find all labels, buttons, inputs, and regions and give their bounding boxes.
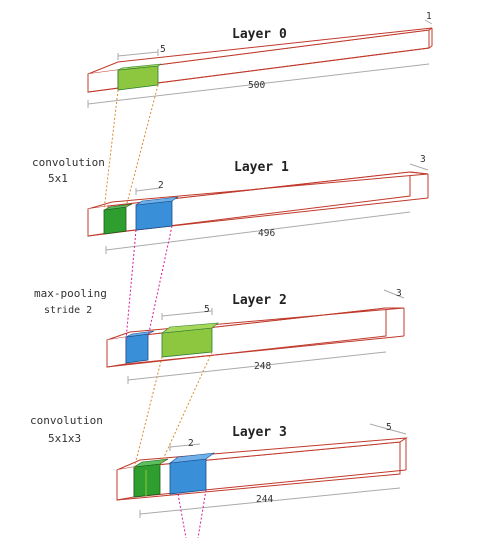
- layer-2-depth: 3: [396, 288, 402, 299]
- layer-1-window-size: 2: [158, 180, 164, 191]
- layer-3-window-size: 2: [188, 438, 194, 449]
- layer-1-title: Layer 1: [234, 160, 289, 175]
- layer-2-window-size: 5: [204, 304, 210, 315]
- layer-3-depth: 5: [386, 422, 392, 433]
- op-0-line2: 5x1: [48, 172, 68, 185]
- layer-0-length: 500: [248, 80, 265, 91]
- connection-lines: [103, 84, 213, 538]
- layer-3-conv-output-cell: [133, 463, 161, 498]
- layer-0: 5 500 1 Layer 0: [87, 11, 433, 108]
- op-2-line2: 5x1x3: [48, 432, 81, 445]
- op-1-line1: max-pooling: [34, 287, 107, 300]
- layer-2: 5 248 3 Layer 2: [106, 288, 405, 384]
- layer-1-pool-window: [135, 200, 173, 231]
- layer-1: 2 496 3 Layer 1: [87, 154, 429, 254]
- layer-3: 2 244 5 Layer 3: [116, 422, 408, 518]
- layer-1-depth: 3: [420, 154, 426, 165]
- op-1-line2: stride 2: [44, 305, 92, 316]
- layer-0-depth: 1: [426, 11, 432, 22]
- layer-3-pool-window: [169, 458, 207, 495]
- operation-labels: convolution 5x1 max-pooling stride 2 con…: [30, 156, 107, 445]
- layer-2-title: Layer 2: [232, 293, 287, 308]
- layer-2-pooled-cell: [125, 333, 149, 364]
- layer-3-length: 244: [256, 494, 273, 505]
- layer-3-title: Layer 3: [232, 425, 287, 440]
- layer-0-window-size: 5: [160, 44, 166, 55]
- layer-1-conv-output-cell: [103, 206, 127, 235]
- op-2-line1: convolution: [30, 414, 103, 427]
- layer-2-length: 248: [254, 361, 271, 372]
- layer-0-title: Layer 0: [232, 27, 287, 42]
- layer-1-length: 496: [258, 228, 275, 239]
- op-0-line1: convolution: [32, 156, 105, 169]
